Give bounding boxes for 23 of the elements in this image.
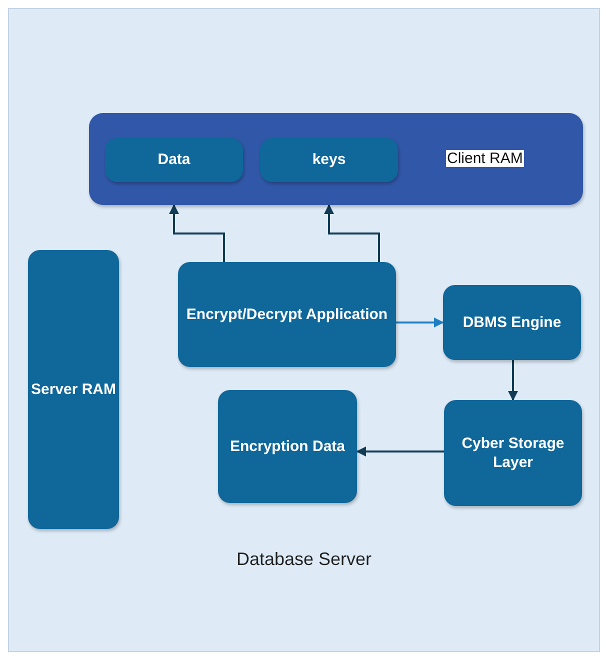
- box-label: Encryption Data: [230, 436, 346, 456]
- client-ram-panel: [89, 113, 583, 205]
- process-box: [443, 285, 581, 360]
- arrow: [169, 204, 225, 262]
- process-box: [105, 138, 243, 182]
- arrow: [396, 318, 444, 328]
- box-label: DBMS Engine: [462, 312, 562, 332]
- box-label: Cyber Storage Layer: [460, 434, 566, 472]
- box-label: Data: [158, 150, 190, 170]
- panel-title: Database Server: [235, 549, 373, 570]
- box-label: keys: [312, 150, 346, 170]
- box-label: Server RAM: [30, 380, 116, 400]
- server-panel: [8, 8, 600, 652]
- panel-title: Client RAM: [446, 150, 524, 167]
- process-box: [260, 138, 398, 182]
- arrow: [356, 446, 444, 456]
- server-ram-box: [28, 250, 119, 529]
- process-box: [444, 400, 582, 506]
- process-box: [218, 390, 357, 503]
- process-box: [178, 262, 396, 367]
- arrow: [508, 360, 518, 401]
- box-label: Encrypt/Decrypt Application: [186, 304, 388, 324]
- arrow: [324, 204, 380, 262]
